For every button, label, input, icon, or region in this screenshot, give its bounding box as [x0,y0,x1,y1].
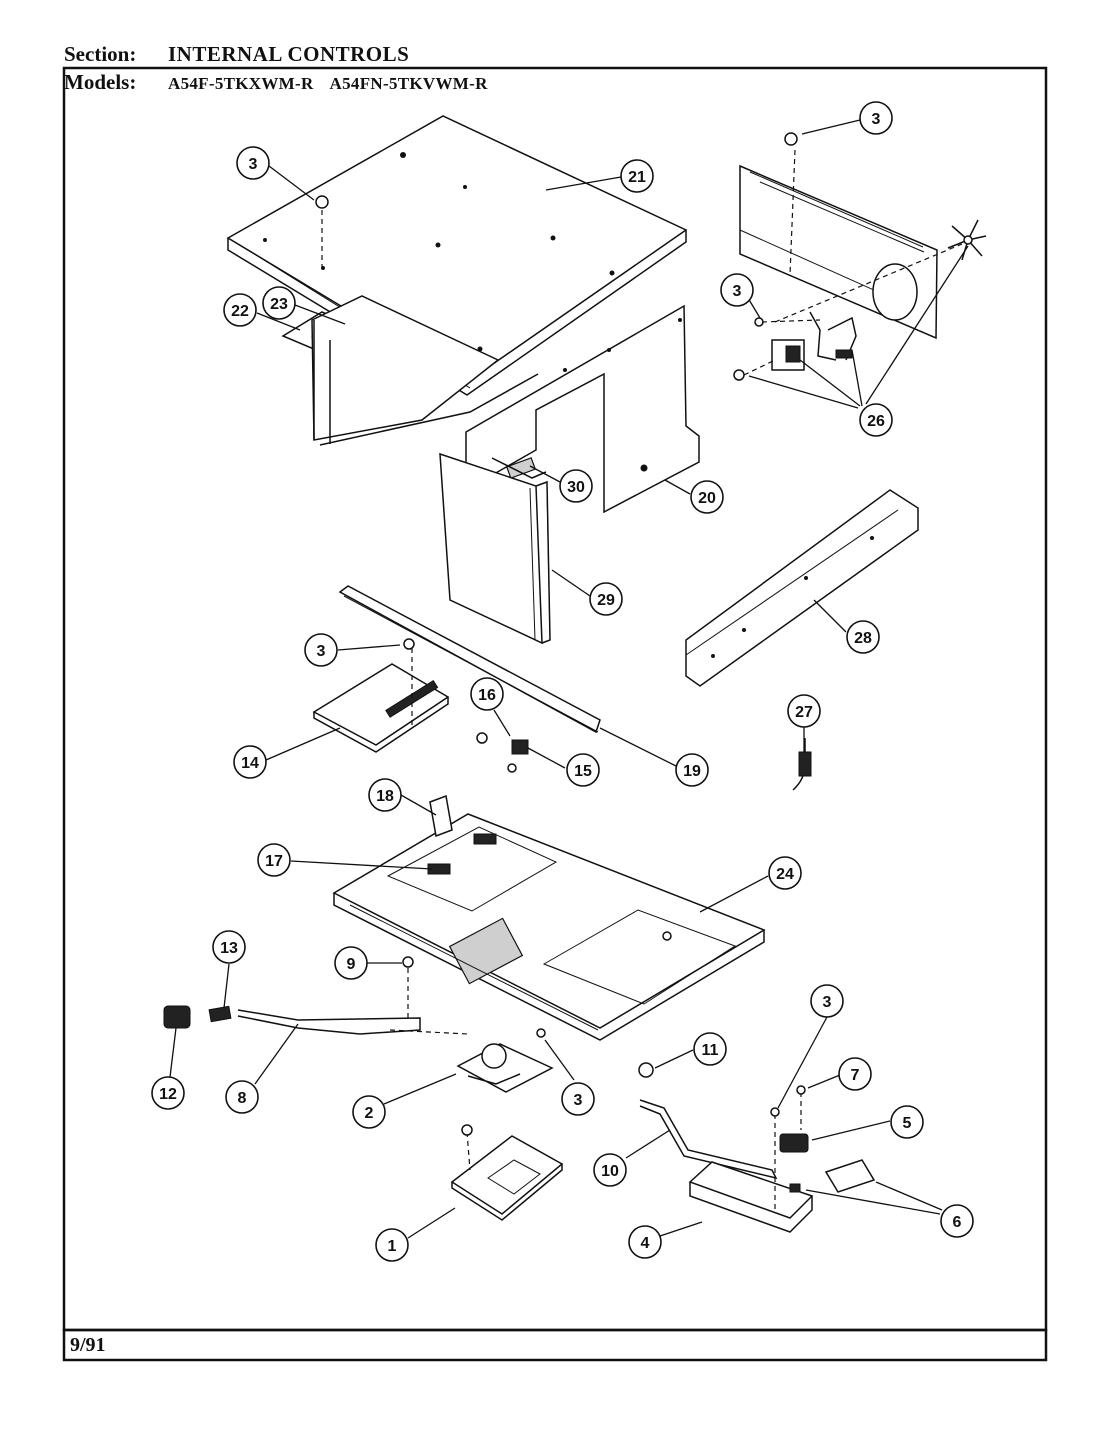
callout-6: 6 [940,1204,974,1238]
callout-26: 26 [859,403,893,437]
callout-3-label: 3 [249,156,258,173]
callout-10: 10 [593,1153,627,1187]
callout-21-label: 21 [628,169,646,186]
callout-13-label: 13 [220,940,238,957]
callout-23-label: 23 [270,296,288,313]
callout-15: 15 [566,753,600,787]
callout-16-label: 16 [478,687,496,704]
callout-2-label: 2 [365,1105,374,1122]
callout-3-fan: 3 [720,273,754,307]
part-15-16-switch-drawing [476,732,529,773]
callout-27: 27 [787,694,821,728]
callout-20-label: 20 [698,490,716,507]
callout-7-label: 7 [851,1067,860,1084]
callout-3-label: 3 [317,643,326,660]
callout-28-label: 28 [854,630,872,647]
callout-22: 22 [223,293,257,327]
part-28-rail-drawing [685,489,919,687]
callout-23: 23 [262,286,296,320]
callout-4-label: 4 [641,1235,650,1252]
callout-5: 5 [890,1105,924,1139]
callout-17: 17 [257,843,291,877]
models-row: Models: A54F-5TKXWM-R A54FN-5TKVWM-R [64,70,504,95]
callout-9-label: 9 [347,956,356,973]
part-23-duct-drawing [311,295,539,446]
callout-27-label: 27 [795,704,813,721]
callout-24-label: 24 [776,866,794,883]
mounting-screws-drawing [315,132,798,968]
callout-4: 4 [628,1225,662,1259]
callout-3-top-right: 3 [859,101,893,135]
part-19-rail-drawing [338,585,601,734]
callout-3-center: 3 [561,1082,595,1116]
callout-22-label: 22 [231,303,249,320]
callout-19-label: 19 [683,763,701,780]
model-number-2: A54FN-5TKVWM-R [329,74,488,93]
callout-12: 12 [151,1076,185,1110]
callout-1-label: 1 [388,1238,397,1255]
section-row: Section: INTERNAL CONTROLS [64,42,409,67]
part-1-bracket-drawing [450,1124,564,1221]
part-2-thermostat-drawing [456,1028,554,1093]
callout-11: 11 [693,1032,727,1066]
revision-date: 9/91 [70,1334,106,1356]
part-30-bracket-drawing [491,457,547,479]
callout-3-label: 3 [733,283,742,300]
diagram-header: Section: INTERNAL CONTROLS Models: A54F-5T… [64,42,1054,98]
callout-3-board: 3 [304,633,338,667]
callout-21: 21 [620,159,654,193]
callout-9: 9 [334,946,368,980]
callout-18: 18 [368,778,402,812]
section-title: INTERNAL CONTROLS [168,42,410,66]
callout-26-label: 26 [867,413,885,430]
callout-18-label: 18 [376,788,394,805]
callout-1: 1 [375,1228,409,1262]
callout-11-label: 11 [702,1042,719,1059]
callout-20: 20 [690,480,724,514]
leader-lines [169,119,969,1239]
callout-12-label: 12 [159,1086,177,1103]
callout-3-top-left: 3 [236,146,270,180]
callout-3-label: 3 [872,111,881,128]
callout-10-label: 10 [601,1163,619,1180]
part-10-rod-drawing [638,1062,778,1180]
callout-14-label: 14 [241,755,259,772]
callout-30-label: 30 [567,479,585,496]
callout-24: 24 [768,856,802,890]
section-label: Section: [64,42,137,66]
models-label: Models: [64,70,137,94]
callout-3-label: 3 [574,1092,583,1109]
part-27-cord-drawing [792,738,812,791]
part-29-panel-drawing [439,452,551,645]
part-14-board-drawing [312,648,450,753]
callout-19: 19 [675,753,709,787]
part-8-lever-drawing [163,968,469,1035]
callout-13: 13 [212,930,246,964]
callout-8: 8 [225,1080,259,1114]
callout-8-label: 8 [238,1090,247,1107]
part-5-6-7-switch-drawing [779,1085,876,1193]
part-4-channel-drawing [688,1107,814,1233]
diagram-frame [62,66,1048,1362]
callout-29-label: 29 [597,592,615,609]
callout-3-label: 3 [823,994,832,1011]
callout-5-label: 5 [903,1115,912,1132]
callout-7: 7 [838,1057,872,1091]
callout-6-label: 6 [953,1214,962,1231]
callout-15-label: 15 [574,763,592,780]
callout-30: 30 [559,469,593,503]
part-fan-housing-drawing [739,149,987,340]
callout-14: 14 [233,745,267,779]
model-number-1: A54F-5TKXWM-R [168,74,314,93]
callout-16: 16 [470,677,504,711]
callout-17-label: 17 [265,853,283,870]
callout-28: 28 [846,620,880,654]
part-26-switch-drawing [733,311,857,381]
callout-3-right: 3 [810,984,844,1018]
part-24-base-panel-drawing [332,794,766,1041]
callout-2: 2 [352,1095,386,1129]
callout-29: 29 [589,582,623,616]
